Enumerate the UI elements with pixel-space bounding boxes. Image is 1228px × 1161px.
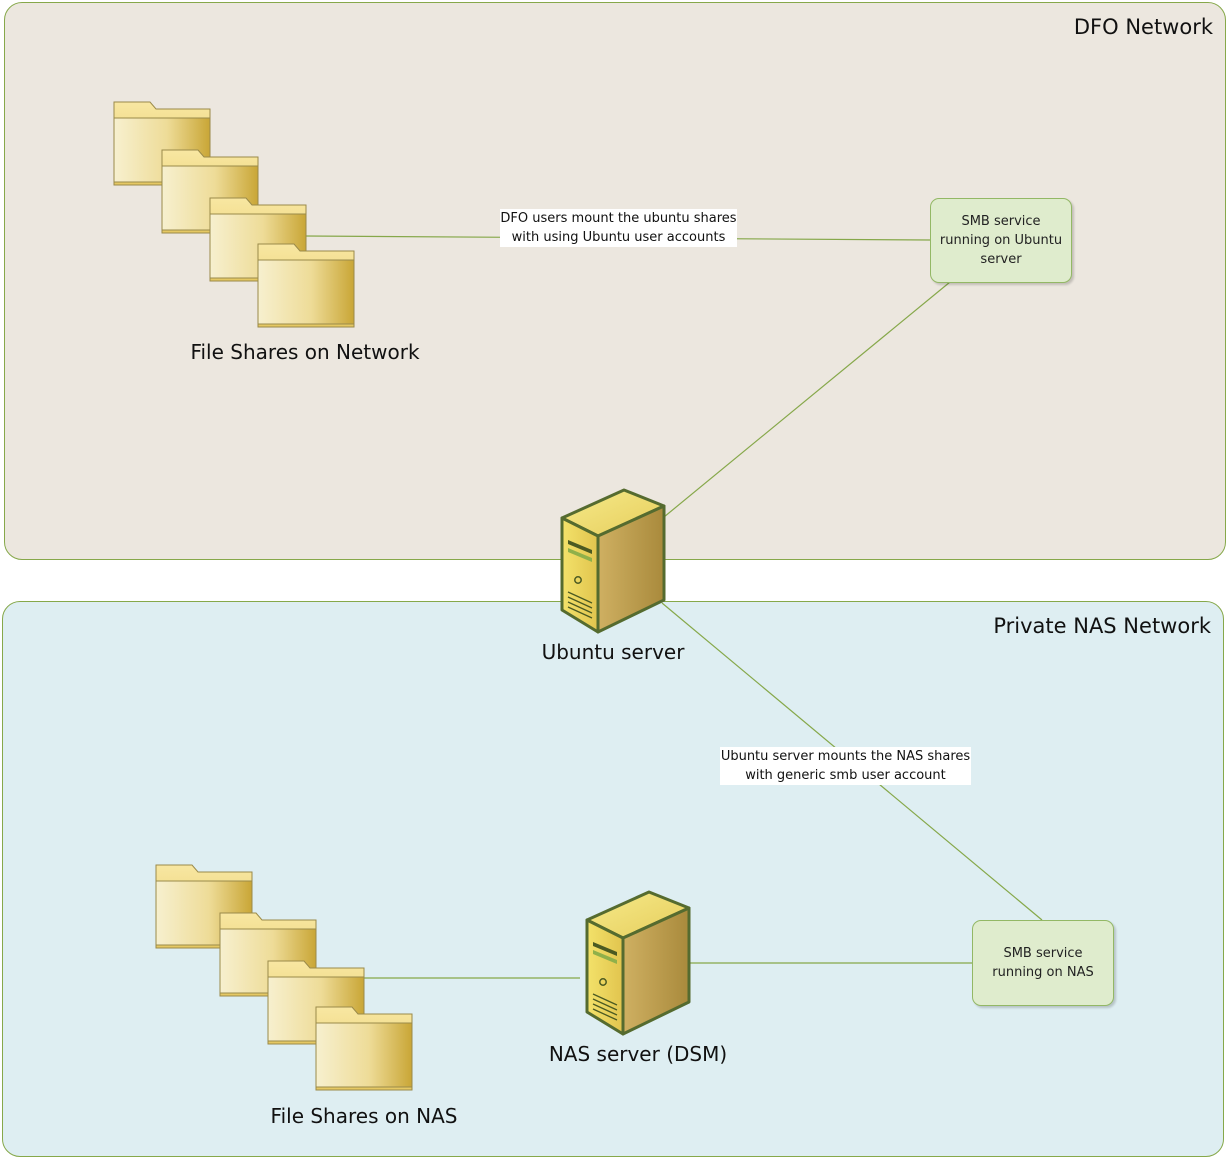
file-shares-nas-label: File Shares on NAS [270,1104,458,1128]
folder-stack-icon [155,864,413,1091]
dfo-mount-edge-label: DFO users mount the ubuntu shares with u… [500,209,737,247]
smb-service-ubuntu-label: SMB service running on Ubuntu server [939,214,1063,267]
server-tower-icon [560,488,666,634]
smb-service-nas-label: SMB service running on NAS [992,946,1094,980]
file-shares-network-label: File Shares on Network [190,340,420,364]
dfo-network-title: DFO Network [1073,15,1213,39]
ubuntu-mount-edge-label: Ubuntu server mounts the NAS shares with… [720,747,971,785]
private-nas-network-title: Private NAS Network [993,614,1211,638]
smb-service-nas-box: SMB service running on NAS [972,920,1114,1006]
folder-icon [257,243,355,328]
smb-service-ubuntu-box: SMB service running on Ubuntu server [930,198,1072,283]
folder-stack-icon [113,101,355,328]
folder-icon [315,1006,413,1091]
connector-smb-ubuntu-to-ubuntu-server [663,281,951,518]
ubuntu-server-label: Ubuntu server [541,640,685,664]
server-tower-icon [585,890,691,1036]
nas-server-label: NAS server (DSM) [548,1042,728,1066]
